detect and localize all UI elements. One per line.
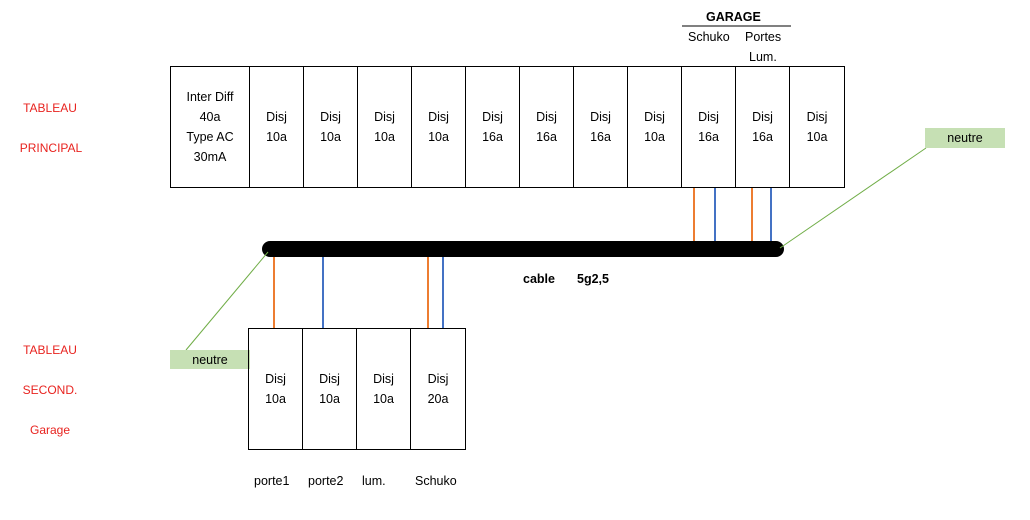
breaker-type: Disj [427, 372, 449, 386]
breaker-cell: Disj 10a [358, 67, 412, 187]
breaker-cell: Disj 16a [574, 67, 628, 187]
garage-lum-label: Lum. [749, 50, 777, 64]
breaker-type: Disj [320, 110, 341, 124]
cable-label: cable [523, 272, 555, 286]
neutre-line-right [779, 147, 927, 249]
breaker-rating: 16a [698, 130, 719, 144]
breaker-type: Disj [644, 110, 665, 124]
garage-title: GARAGE [706, 10, 761, 24]
breaker-cell: Disj 10a [304, 67, 358, 187]
breaker-type: Disj [752, 110, 773, 124]
breaker-cell: Disj 10a [250, 67, 304, 187]
breaker-cell-porte2: Disj 10a [303, 329, 357, 449]
breaker-cell-garage-schuko: Disj 16a [682, 67, 736, 187]
breaker-rating: 10a [644, 130, 665, 144]
second-panel-label-3: Garage [29, 423, 71, 437]
main-panel: Inter Diff 40a Type AC 30mA Disj 10a Disj… [170, 66, 845, 188]
caption-schuko: Schuko [415, 474, 457, 488]
breaker-rating: 16a [752, 130, 773, 144]
breaker-cell: Disj 16a [466, 67, 520, 187]
caption-lum: lum. [362, 474, 386, 488]
breaker-cell: Disj 10a [790, 67, 844, 187]
breaker-rating: 20a [427, 392, 449, 406]
inter-diff-line3: Type AC [186, 130, 234, 144]
breaker-cell: Disj 10a [628, 67, 682, 187]
breaker-type: Disj [536, 110, 557, 124]
neutre-line-left [185, 251, 269, 351]
breaker-rating: 16a [482, 130, 503, 144]
breaker-cell: Disj 10a [412, 67, 466, 187]
breaker-type: Disj [265, 372, 286, 386]
breaker-cell: Disj 16a [520, 67, 574, 187]
second-panel: Disj 10a Disj 10a Disj 10a Disj 20a [248, 328, 466, 450]
inter-diff-line1: Inter Diff [186, 90, 234, 104]
caption-porte2: porte2 [308, 474, 344, 488]
second-panel-label-1: TABLEAU [23, 343, 77, 357]
breaker-type: Disj [590, 110, 611, 124]
second-panel-label-2: SECOND. [22, 383, 78, 397]
breaker-type: Disj [266, 110, 287, 124]
breaker-type: Disj [374, 110, 395, 124]
breaker-type: Disj [319, 372, 340, 386]
breaker-type: Disj [373, 372, 394, 386]
breaker-rating: 10a [266, 130, 287, 144]
breaker-rating: 10a [428, 130, 449, 144]
garage-portes-label: Portes [745, 30, 782, 44]
breaker-cell-porte1: Disj 10a [249, 329, 303, 449]
breaker-rating: 16a [590, 130, 611, 144]
breaker-type: Disj [428, 110, 449, 124]
breaker-type: Disj [698, 110, 719, 124]
breaker-rating: 10a [320, 130, 341, 144]
caption-porte1: porte1 [254, 474, 290, 488]
breaker-rating: 10a [806, 130, 828, 144]
breaker-cell-schuko: Disj 20a [411, 329, 465, 449]
breaker-type: Disj [806, 110, 828, 124]
inter-diff-line2: 40a [199, 110, 221, 124]
breaker-cell-garage-portes: Disj 16a [736, 67, 790, 187]
breaker-cell-lum: Disj 10a [357, 329, 411, 449]
inter-diff-cell: Inter Diff 40a Type AC 30mA [171, 67, 250, 187]
cable-spec: 5g2,5 [577, 272, 609, 286]
breaker-rating: 10a [373, 392, 394, 406]
breaker-rating: 10a [265, 392, 286, 406]
garage-schuko-label: Schuko [688, 30, 730, 44]
breaker-type: Disj [482, 110, 503, 124]
breaker-rating: 10a [374, 130, 395, 144]
breaker-rating: 16a [536, 130, 557, 144]
inter-diff-line4: 30mA [193, 150, 227, 164]
main-panel-label-2: PRINCIPAL [19, 141, 83, 155]
neutre-label-left: neutre [170, 350, 250, 369]
neutre-label-right: neutre [925, 128, 1005, 148]
breaker-rating: 10a [319, 392, 340, 406]
main-panel-label-1: TABLEAU [23, 101, 77, 115]
